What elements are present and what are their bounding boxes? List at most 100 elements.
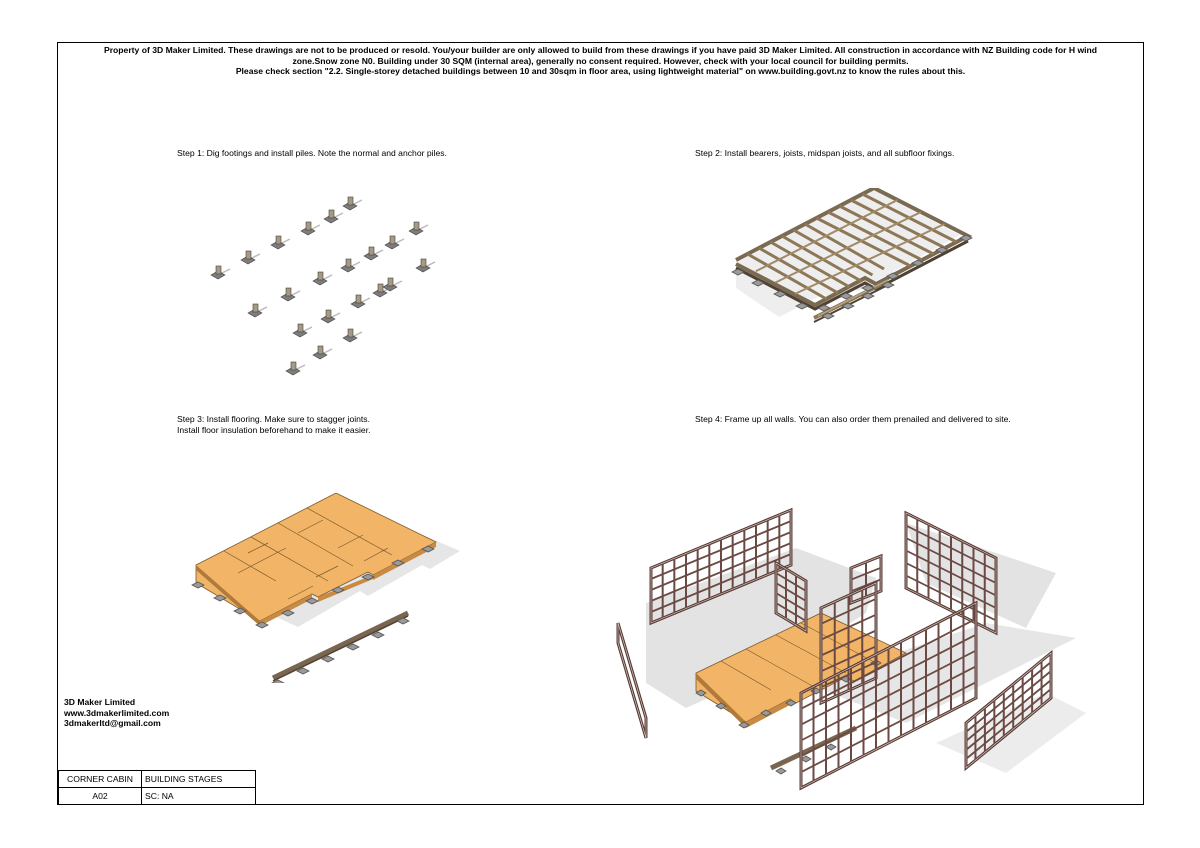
pile <box>191 581 205 589</box>
pile <box>817 304 831 312</box>
end-wall-frame-left <box>616 622 648 739</box>
pile <box>296 667 310 675</box>
nog <box>755 199 898 273</box>
back-wall-frame <box>649 507 793 626</box>
pile <box>959 234 973 242</box>
pile <box>300 221 321 236</box>
joist <box>804 222 885 271</box>
pile <box>861 292 875 300</box>
company-email: 3dmakerltd@gmail.com <box>64 718 161 728</box>
pile <box>775 767 787 775</box>
pile <box>213 594 227 602</box>
pile <box>270 235 291 250</box>
pile <box>281 609 295 617</box>
pile <box>280 287 301 302</box>
pile <box>305 597 319 605</box>
front-wall-frame <box>799 600 978 791</box>
pile <box>382 277 403 292</box>
pile <box>821 312 835 320</box>
step-2-subfloor-illustration <box>731 188 973 323</box>
joist <box>769 240 851 289</box>
subfloor-framing <box>731 188 973 323</box>
pile <box>391 559 405 567</box>
step-4-wall-framing-illustration <box>616 507 1086 791</box>
company-website: www.3dmakerlimited.com <box>64 707 170 718</box>
step-3-caption: Step 3: Install flooring. Make sure to s… <box>177 414 370 436</box>
pile <box>312 345 333 360</box>
pile-group <box>210 196 436 376</box>
pile <box>825 743 837 751</box>
pile <box>247 303 268 318</box>
joist <box>815 216 912 268</box>
partition-frame <box>774 560 808 634</box>
pile <box>340 258 361 273</box>
pile <box>321 655 335 663</box>
pile <box>271 679 285 683</box>
pile <box>738 721 750 729</box>
step-3-line-2: Install floor insulation beforehand to m… <box>177 425 371 435</box>
pile <box>371 631 385 639</box>
pile <box>323 209 344 224</box>
step-1-caption: Step 1: Dig footings and install piles. … <box>177 148 447 158</box>
pile <box>408 221 429 236</box>
pile <box>773 290 787 298</box>
pile <box>396 617 410 625</box>
pile <box>935 246 949 254</box>
copyright-notice: Property of 3D Maker Limited. These draw… <box>58 45 1143 77</box>
step-3-flooring-illustration <box>191 493 460 683</box>
pile <box>800 755 812 763</box>
pile <box>695 689 707 697</box>
notice-line-3: Please check section "2.2. Single-storey… <box>235 66 966 76</box>
pile <box>312 271 333 286</box>
joist <box>781 234 862 283</box>
door-wall-frame <box>819 580 878 706</box>
nog <box>775 211 922 284</box>
sheet-scale: SC: NA <box>141 787 256 805</box>
pile <box>421 545 435 553</box>
pile <box>285 361 306 376</box>
pile <box>240 250 261 265</box>
project-name: CORNER CABIN <box>58 770 142 788</box>
company-info: 3D Maker Limited www.3dmakerlimited.com … <box>64 697 169 729</box>
company-name: 3D Maker Limited <box>64 697 136 707</box>
step-2-caption: Step 2: Install bearers, joists, midspan… <box>695 148 955 158</box>
pile <box>881 281 895 289</box>
pile <box>292 323 313 338</box>
wall-frames <box>616 507 1086 791</box>
joist <box>792 228 874 277</box>
pile <box>415 258 436 273</box>
drawing-sheet: Property of 3D Maker Limited. These draw… <box>57 42 1144 805</box>
joist <box>838 204 935 256</box>
pile <box>785 699 797 707</box>
pile <box>839 292 853 300</box>
pile <box>361 573 375 581</box>
step-1-piles-illustration <box>210 196 436 376</box>
sheet-title: BUILDING STAGES <box>141 770 256 788</box>
pile <box>331 586 345 594</box>
pile <box>731 268 745 276</box>
small-wall-frame <box>849 553 883 606</box>
title-block: CORNER CABIN BUILDING STAGES A02 SC: NA <box>58 770 256 805</box>
nog <box>794 223 945 295</box>
pile <box>210 265 231 280</box>
pile <box>384 235 405 250</box>
sheet-number: A02 <box>58 787 142 805</box>
pile <box>342 196 363 211</box>
side-wall-frame-right <box>904 510 998 636</box>
notice-line-2: zone.Snow zone N0. Building under 30 SQM… <box>292 55 909 66</box>
pile <box>911 259 925 267</box>
pile <box>861 284 875 292</box>
pile <box>320 309 341 324</box>
pile <box>346 643 360 651</box>
step-4-caption: Step 4: Frame up all walls. You can also… <box>695 414 1011 424</box>
pile <box>342 328 363 343</box>
joist <box>827 210 923 262</box>
pile <box>715 702 727 710</box>
notice-line-1: Property of 3D Maker Limited. These draw… <box>103 45 1098 55</box>
pile <box>841 302 855 310</box>
pile <box>795 302 809 310</box>
pile <box>886 272 900 280</box>
pile <box>350 294 371 309</box>
loose-wall-frame <box>964 649 1053 772</box>
floor-deck <box>191 493 460 683</box>
